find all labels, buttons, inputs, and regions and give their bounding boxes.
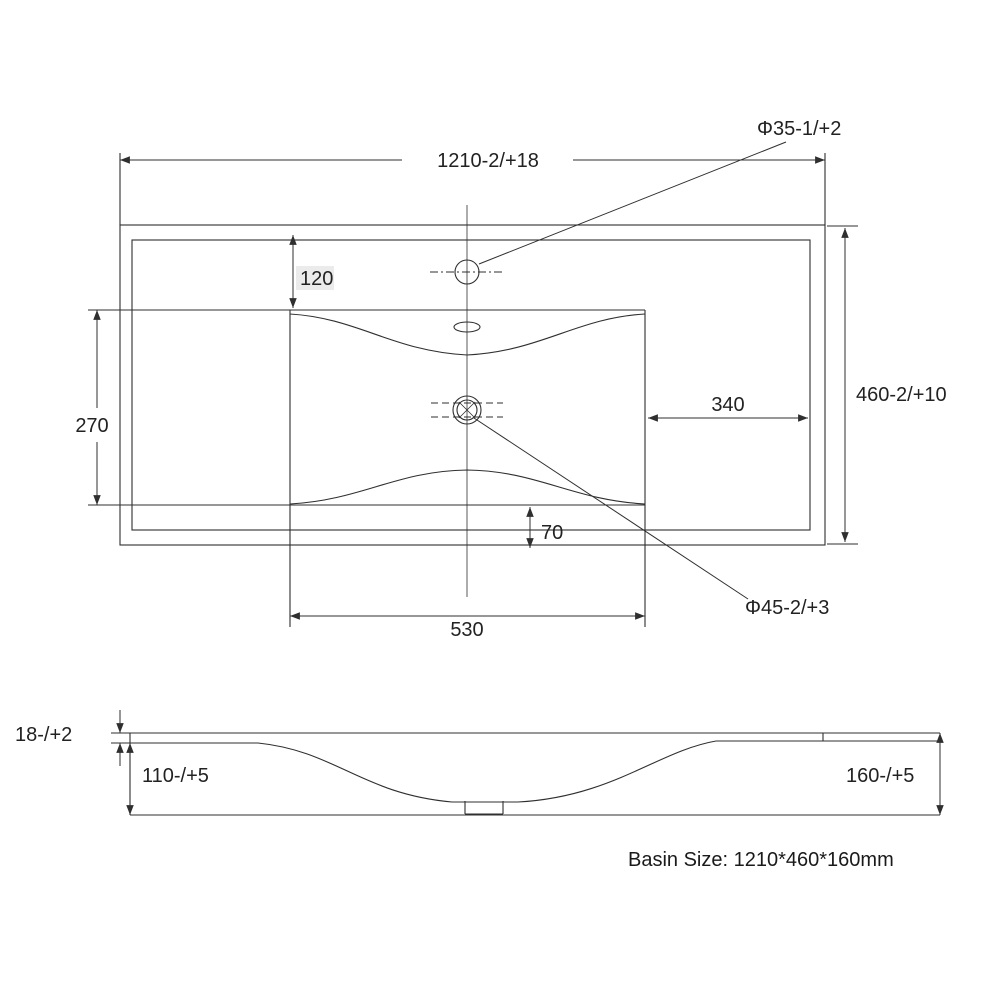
overall-depth-label: 460-2/+10 [856,384,947,406]
plan-view: 1210-2/+18 460-2/+10 120 270 340 70 530 … [75,118,946,641]
deck-right-label: 340 [711,394,744,416]
drain-cross-hatch [458,401,476,419]
rim-thickness-label: 18-/+2 [15,724,72,746]
bowl-inner-depth-label: 110-/+5 [142,765,209,787]
rim-thickness-extension-lines [111,732,130,744]
overflow-slot [453,321,481,333]
basin-size-caption: Basin Size: 1210*460*160mm [628,849,894,871]
section-bowl-profile [257,740,717,803]
overall-width-extension-lines [119,153,826,225]
drain-diameter-label: Φ45-2/+3 [745,597,829,619]
overall-depth-extension-lines [827,225,858,545]
faucet-offset-label: 120 [300,268,333,290]
faucet-diameter-label: Φ35-1/+2 [757,118,841,140]
bowl-bottom-offset-label: 70 [541,522,563,544]
section-drain-stub [464,801,504,815]
bowl-width-label: 530 [450,619,483,641]
bowl-front-contour [289,313,646,356]
drain-hole-outer [452,395,482,425]
bowl-depth-label: 270 [75,415,108,437]
overall-height-label: 160-/+5 [846,765,914,787]
faucet-diameter-leader-line [478,141,787,265]
drain-hole-inner [456,399,478,421]
drain-diameter-leader-line [473,417,749,600]
basin-outer-outline [119,224,826,546]
bowl-rear-contour [289,469,646,505]
faucet-offset-label-highlight [296,266,334,290]
overall-width-label: 1210-2/+18 [437,150,539,172]
section-view: 18-/+2 110-/+5 160-/+5 [15,710,944,816]
basin-rim-outline [131,239,811,531]
